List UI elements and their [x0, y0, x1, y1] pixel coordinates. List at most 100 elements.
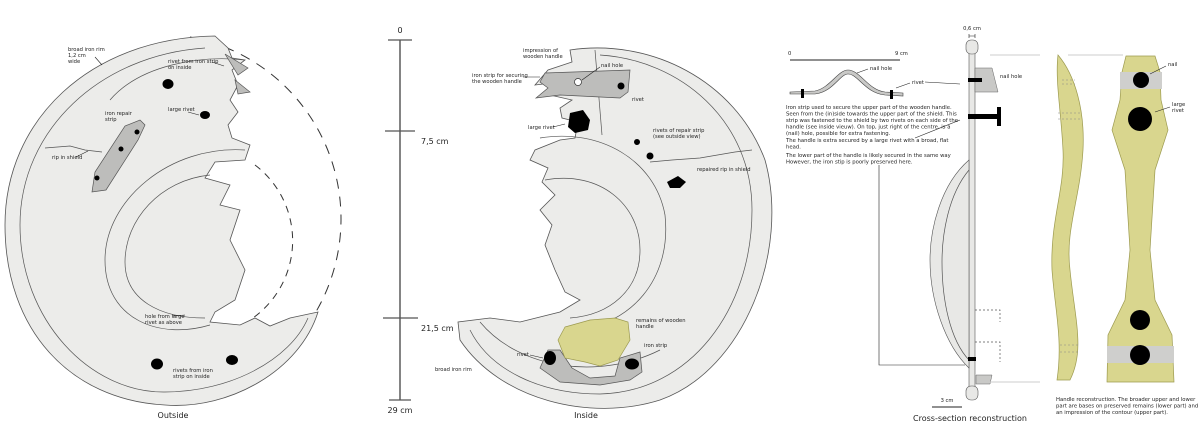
strip-description: Iron strip used to secure the upper part… [786, 105, 960, 137]
arrow [581, 66, 601, 81]
handle-dashed-lines [1058, 79, 1082, 353]
rip-line [44, 145, 103, 153]
leader-line [878, 165, 965, 366]
repaired-rip-line [649, 149, 753, 163]
rivet [226, 355, 238, 365]
inside-caption: Inside [574, 411, 598, 420]
large-rivet-icon [968, 114, 998, 119]
large-rivet-description: The handle is extra secured by a large r… [785, 138, 950, 151]
rim-profile-bottom [965, 385, 979, 401]
rim-profile-top [965, 39, 979, 55]
iron-strip-securing-handle [534, 69, 631, 99]
large-rivet-head-icon [997, 107, 1001, 126]
label-large-rivet: large rivet [528, 125, 555, 131]
scale-label-21-5: 21,5 cm [421, 324, 454, 333]
label-nail-hole: nail hole [601, 63, 623, 69]
arrow [171, 314, 186, 317]
arrow [856, 68, 869, 74]
label-nail-hole: nail hole [870, 66, 892, 72]
rivet-icon [1130, 345, 1150, 365]
arrow [94, 56, 103, 66]
label-rivet: rivet [912, 80, 924, 86]
cross-section: 0,6 cm nail hole 3 cm Cross-section reco… [913, 26, 1040, 423]
rivet [667, 176, 686, 188]
handle-lower-profile [975, 374, 993, 385]
arrow [552, 123, 566, 128]
label-large-rivet: large rivet [168, 107, 195, 113]
scale-bar: 0 7,5 cm 21,5 cm 29 cm [383, 26, 454, 415]
scale-label-0: 0 [397, 26, 402, 35]
dashed-inner-outline [249, 164, 294, 321]
iron-strip-fragment [224, 53, 249, 76]
scale-label-7-5: 7,5 cm [421, 137, 449, 146]
lower-part-description: The lower part of the handle is likely s… [785, 153, 953, 166]
label-rivet-bottom: rivet [517, 352, 529, 358]
outside-shield-body [4, 35, 319, 406]
label-broad-iron-rim: broad iron rim [435, 367, 472, 373]
rivet-icon [968, 357, 976, 361]
detail-scale-start: 0 [788, 51, 791, 57]
arrow [924, 81, 961, 85]
rivet-icon [1130, 310, 1150, 330]
label-scale-3cm: 3 cm [941, 398, 954, 404]
boss-dome-profile [929, 159, 970, 369]
detail-scale-end: 9 cm [895, 51, 908, 57]
iron-repair-strip [91, 119, 146, 193]
dashed-reconstruction-outline [189, 36, 342, 336]
outside-caption: Outside [158, 411, 189, 420]
boss-dome-inner [941, 169, 970, 361]
handle-lower-dashed [975, 309, 1001, 362]
strip-profile [789, 69, 904, 97]
handle-side-view [1051, 54, 1084, 381]
inside-inner-ring [539, 135, 667, 331]
label-thickness: 0,6 cm [963, 26, 981, 32]
large-rivet [200, 111, 210, 119]
cross-section-caption: Cross-section reconstruction [913, 414, 1027, 423]
inside-rim-line [469, 54, 753, 395]
nail-icon [1133, 72, 1149, 88]
label-repaired-rip: repaired rip in shield [697, 167, 751, 173]
inside-shield-body [457, 47, 773, 409]
label-nail-hole: nail hole [1000, 74, 1022, 80]
rivet [544, 351, 556, 365]
lower-iron-strip [539, 349, 643, 386]
arrow [1149, 65, 1167, 75]
label-rip-in-shield: rip in shield [52, 155, 82, 161]
iron-strip-detail: 0 9 cm nail hole rivet Iron strip used t… [785, 51, 965, 366]
shield-board-profile [968, 41, 976, 396]
repair-rivet [94, 175, 100, 181]
label-nail: nail [1168, 62, 1177, 68]
repair-rivet [118, 146, 124, 152]
arrow [895, 82, 911, 89]
large-rivet-icon [1128, 107, 1152, 131]
large-rivet [568, 110, 590, 133]
outside-inner-ring2 [124, 174, 211, 319]
arrow [529, 354, 544, 359]
repair-rivet [634, 139, 640, 145]
label-iron-strip-bottom: iron strip [644, 343, 668, 349]
rivet [151, 358, 163, 370]
arrow [75, 150, 89, 158]
rivet-icon [801, 89, 804, 98]
label-rivets-of-repair-strip: rivets of repair strip(see outside view) [653, 128, 705, 140]
repair-rivet [134, 129, 140, 135]
label-rivet: rivet [632, 97, 644, 103]
iron-strip-fragment [234, 79, 251, 95]
rivet-icon [968, 78, 982, 82]
arrow [211, 61, 225, 67]
inside-inner-ring2 [544, 178, 641, 319]
scale-label-29: 29 cm [388, 406, 413, 415]
outside-inner-ring [104, 149, 246, 331]
thickness-dimension [968, 34, 976, 38]
rivet [162, 79, 174, 89]
